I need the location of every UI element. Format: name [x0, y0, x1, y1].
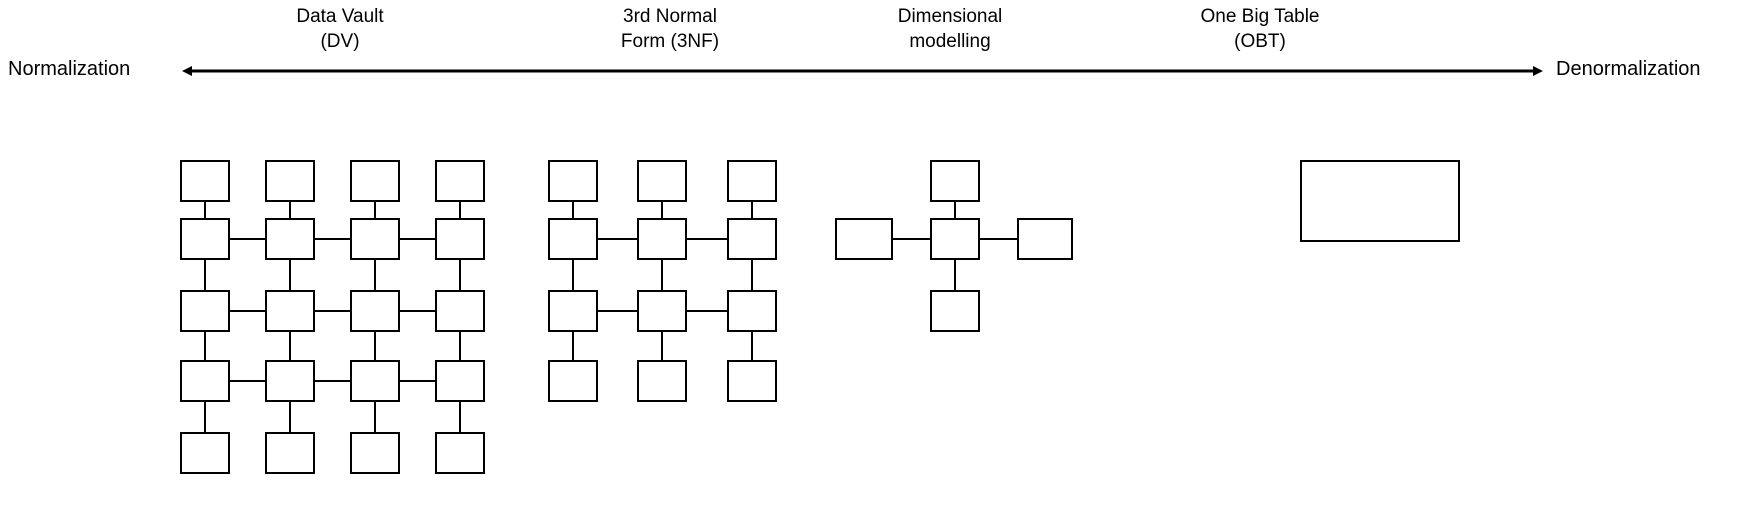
edge-vertical — [572, 201, 574, 220]
schema-node — [180, 218, 230, 260]
schema-node-one-big-table — [1300, 160, 1460, 242]
edge-horizontal — [399, 238, 436, 240]
schema-node — [350, 360, 400, 402]
edge-vertical — [374, 201, 376, 220]
schema-node — [265, 218, 315, 260]
edge-vertical — [661, 331, 663, 362]
edge-horizontal — [597, 310, 638, 312]
schema-node — [350, 290, 400, 332]
edge-vertical — [459, 201, 461, 220]
axis-label-denormalization: Denormalization — [1556, 58, 1701, 80]
edge-vertical — [572, 331, 574, 362]
edge-horizontal — [399, 310, 436, 312]
schema-node — [835, 218, 893, 260]
approach-label-line1: One Big Table — [1200, 6, 1320, 27]
schema-node — [180, 160, 230, 202]
schema-node — [350, 432, 400, 474]
schema-node — [637, 218, 687, 260]
edge-vertical — [374, 259, 376, 292]
schema-node — [548, 290, 598, 332]
schema-node — [637, 360, 687, 402]
edge-horizontal — [314, 238, 351, 240]
schema-node — [350, 160, 400, 202]
schema-node — [180, 290, 230, 332]
approach-label-third-normal-form: 3rd Normal Form (3NF) — [545, 4, 795, 54]
edge-horizontal — [893, 238, 932, 240]
edge-vertical — [459, 331, 461, 362]
edge-vertical — [954, 259, 956, 292]
schema-node — [548, 360, 598, 402]
edge-vertical — [661, 259, 663, 292]
schema-node — [265, 360, 315, 402]
edge-vertical — [289, 259, 291, 292]
edge-horizontal — [229, 380, 266, 382]
schema-node — [435, 160, 485, 202]
schema-node — [727, 218, 777, 260]
approach-label-line2: (OBT) — [1234, 31, 1286, 52]
edge-vertical — [572, 259, 574, 292]
approach-label-line2: Form (3NF) — [620, 31, 720, 52]
edge-horizontal — [314, 380, 351, 382]
edge-vertical — [954, 201, 956, 220]
edge-vertical — [661, 201, 663, 220]
edge-vertical — [751, 259, 753, 292]
edge-vertical — [204, 331, 206, 362]
edge-vertical — [751, 201, 753, 220]
schema-node — [548, 160, 598, 202]
approach-label-dimensional-modelling: Dimensional modelling — [820, 4, 1080, 54]
schema-node — [930, 160, 980, 202]
edge-vertical — [459, 259, 461, 292]
approach-label-line1: 3rd Normal — [623, 6, 717, 27]
approach-label-line1: Data Vault — [296, 6, 384, 27]
schema-node — [435, 218, 485, 260]
approach-label-data-vault: Data Vault (DV) — [210, 4, 470, 54]
schema-node — [637, 160, 687, 202]
schema-node — [435, 290, 485, 332]
schema-node — [180, 432, 230, 474]
approach-label-line2: modelling — [909, 31, 991, 52]
edge-horizontal — [978, 238, 1017, 240]
edge-horizontal — [687, 310, 728, 312]
schema-node — [930, 290, 980, 332]
edge-horizontal — [229, 310, 266, 312]
schema-node — [180, 360, 230, 402]
approach-label-one-big-table: One Big Table (OBT) — [1110, 4, 1410, 54]
edge-vertical — [204, 201, 206, 220]
schema-node — [548, 218, 598, 260]
edge-vertical — [204, 259, 206, 292]
schema-node — [435, 360, 485, 402]
schema-node-fact — [930, 218, 980, 260]
schema-node — [727, 290, 777, 332]
schema-node — [727, 360, 777, 402]
schema-node — [265, 432, 315, 474]
edge-horizontal — [314, 310, 351, 312]
edge-vertical — [289, 401, 291, 434]
approach-label-line2: (DV) — [320, 31, 360, 52]
edge-horizontal — [399, 380, 436, 382]
axis-label-normalization: Normalization — [8, 58, 131, 80]
edge-vertical — [751, 331, 753, 362]
schema-node — [435, 432, 485, 474]
approach-label-line1: Dimensional — [897, 6, 1003, 27]
edge-horizontal — [229, 238, 266, 240]
edge-vertical — [204, 401, 206, 434]
schema-node — [350, 218, 400, 260]
edge-vertical — [289, 201, 291, 220]
schema-node — [1017, 218, 1073, 260]
edge-vertical — [374, 401, 376, 434]
edge-horizontal — [597, 238, 638, 240]
schema-node — [265, 290, 315, 332]
edge-vertical — [289, 331, 291, 362]
edge-horizontal — [687, 238, 728, 240]
schema-node — [727, 160, 777, 202]
schema-node — [265, 160, 315, 202]
edge-vertical — [459, 401, 461, 434]
schema-node — [637, 290, 687, 332]
edge-vertical — [374, 331, 376, 362]
